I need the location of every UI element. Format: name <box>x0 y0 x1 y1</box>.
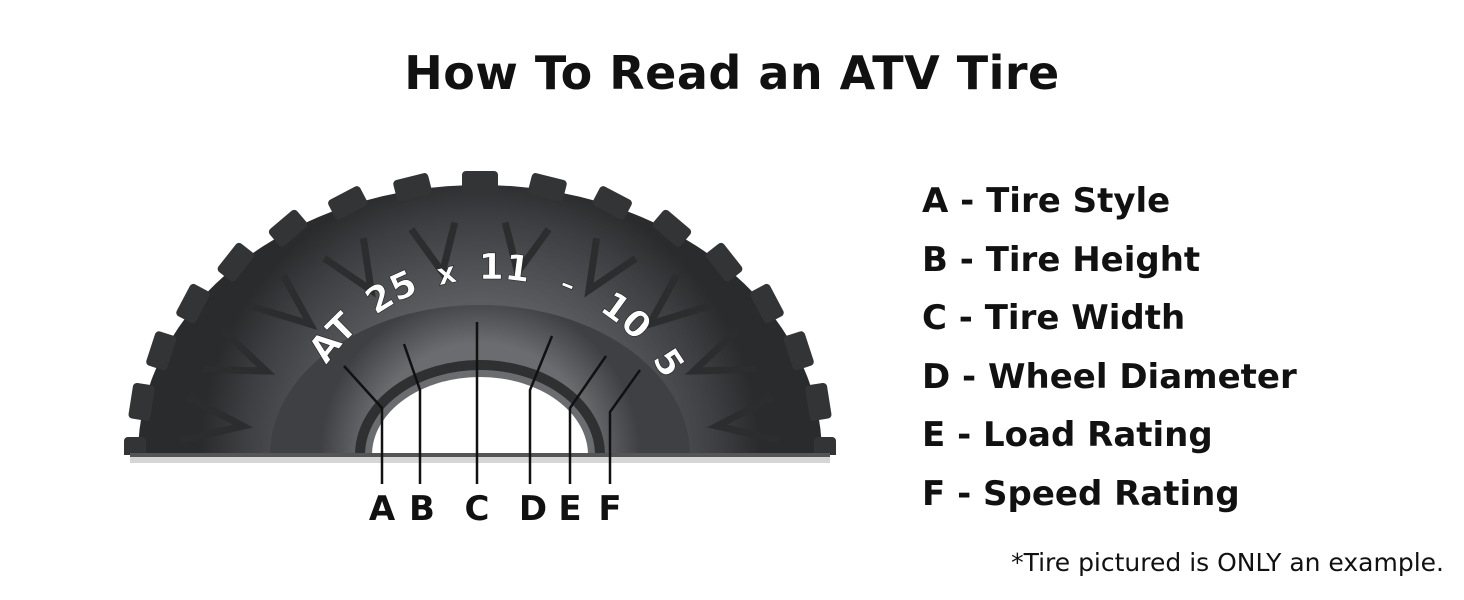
marker-c: C <box>465 489 490 529</box>
disclaimer-note: *Tire pictured is ONLY an example. <box>1011 548 1444 577</box>
marker-f: F <box>598 489 621 529</box>
marker-d: D <box>519 489 547 529</box>
legend-item-tire-height: B - Tire Height <box>922 239 1201 280</box>
ground-line <box>130 453 830 457</box>
legend-item-speed-rating: F - Speed Rating <box>922 473 1240 514</box>
tire-rim-opening <box>372 377 588 455</box>
legend-item-load-rating: E - Load Rating <box>922 415 1213 455</box>
page-title: How To Read an ATV Tire <box>404 46 1060 100</box>
tread-knobs <box>124 171 836 455</box>
marker-e: E <box>558 489 581 529</box>
tread-pattern <box>179 221 781 444</box>
marker-a: A <box>369 489 396 529</box>
legend-item-tire-style: A - Tire Style <box>922 181 1171 221</box>
legend-list: A - Tire Style B - Tire Height C - Tire … <box>922 176 1297 527</box>
marker-b: B <box>409 489 435 529</box>
leader-lines <box>343 322 642 484</box>
legend-item-tire-width: C - Tire Width <box>922 298 1186 338</box>
legend-item-wheel-diameter: D - Wheel Diameter <box>922 356 1297 397</box>
